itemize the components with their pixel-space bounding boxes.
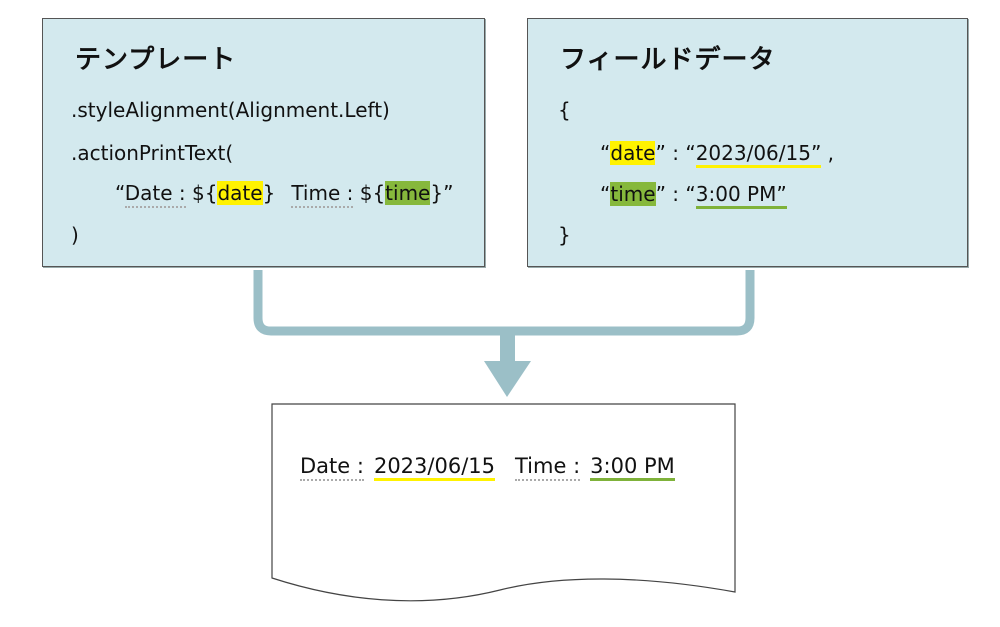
output-date-label: Date : <box>300 454 364 481</box>
template-line-style: .styleAlignment(Alignment.Left) <box>71 98 390 122</box>
document-shape <box>271 403 736 602</box>
date-label: Date : <box>124 181 186 208</box>
time-variable: time <box>385 181 431 205</box>
open-brace: { <box>558 98 571 122</box>
colon: : “ <box>665 141 696 165</box>
template-line-action: .actionPrintText( <box>71 141 234 165</box>
open-quote: “ <box>115 181 125 205</box>
connector-stem <box>500 331 515 361</box>
date-variable: date <box>217 181 263 205</box>
down-arrow-icon <box>484 361 531 397</box>
date-key: date <box>610 141 656 165</box>
output-time-value: 3:00 PM <box>590 454 675 481</box>
placeholder-close: }” <box>430 181 454 205</box>
placeholder-close: } <box>262 181 276 205</box>
close-brace: } <box>558 223 571 247</box>
template-line-text: “Date : ${date}Time : ${time}” <box>115 181 454 208</box>
field-row-date: “date” : “2023/06/15” , <box>600 141 835 168</box>
output-time-label: Time : <box>515 454 581 481</box>
template-line-close: ) <box>71 223 79 247</box>
template-box: テンプレート .styleAlignment(Alignment.Left) .… <box>42 18 485 267</box>
field-data-title: フィールドデータ <box>560 45 776 75</box>
quote: ” <box>655 141 666 165</box>
template-title: テンプレート <box>75 45 237 75</box>
time-key: time <box>610 182 656 206</box>
time-value: 3:00 PM” <box>695 182 787 209</box>
placeholder-open: ${ <box>353 181 386 205</box>
time-label: Time : <box>291 181 354 208</box>
date-value: 2023/06/15” <box>695 141 822 168</box>
quote: “ <box>600 182 611 206</box>
placeholder-open: ${ <box>185 181 218 205</box>
output-line: Date : 2023/06/15 Time : 3:00 PM <box>300 454 675 481</box>
quote: ” <box>655 182 666 206</box>
quote: “ <box>600 141 611 165</box>
colon: : “ <box>665 182 696 206</box>
output-date-value: 2023/06/15 <box>373 454 495 481</box>
comma: , <box>821 141 835 165</box>
field-row-time: “time” : “3:00 PM” <box>600 182 787 209</box>
field-data-box: フィールドデータ { “date” : “2023/06/15” , “time… <box>527 18 968 267</box>
